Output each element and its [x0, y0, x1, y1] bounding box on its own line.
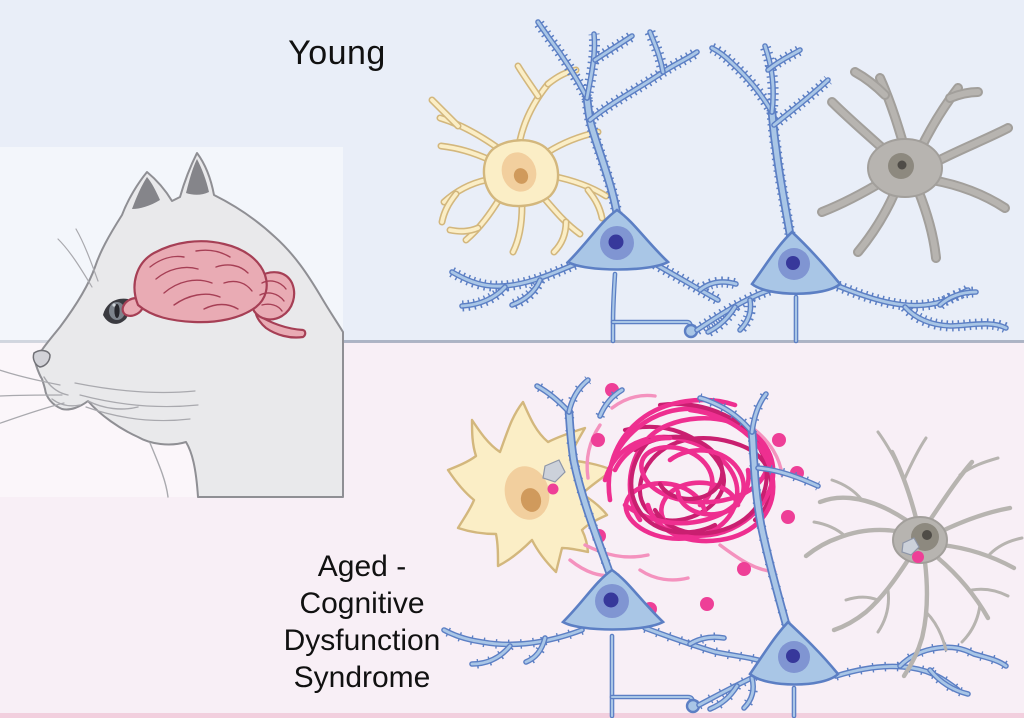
cat-brain-icon: [121, 240, 307, 339]
dendrites: [449, 18, 739, 312]
engulfed-oligomer-dot: [547, 483, 559, 495]
pyramidal-neuron-young-left-icon: [449, 18, 739, 344]
astrocyte-young-icon: [428, 62, 610, 256]
cat-head: [0, 152, 344, 498]
amyloid-plaque-icon: [568, 393, 784, 582]
cat-whiskers: [0, 228, 199, 424]
pyramidal-neuron-aged-right-icon: [696, 391, 1009, 718]
panel-divider: [0, 340, 1024, 343]
aged-panel-cells: [441, 376, 1024, 718]
pyramidal-neuron-aged-left-icon: [441, 376, 775, 718]
glial-cell-young-icon: [817, 67, 1013, 263]
brain-gyri-lines: [149, 249, 287, 312]
dendrites: [696, 391, 1009, 714]
young-panel-cells: [428, 18, 1013, 344]
dendrites: [441, 376, 775, 669]
microglia-debris-particle: [901, 537, 920, 556]
cat-nose: [32, 349, 51, 368]
bottom-border: [0, 713, 1024, 718]
microglia-oligomer-dot: [912, 551, 924, 563]
axon: [609, 633, 701, 718]
axon: [610, 271, 699, 344]
cat-head-illustration: [0, 147, 344, 498]
aged-label: Aged - Cognitive Dysfunction Syndrome: [283, 550, 441, 694]
pyramidal-neuron-young-right-icon: [693, 43, 1009, 344]
engulfed-debris-particle: [542, 459, 566, 483]
microglia-aged-icon: [803, 430, 1024, 679]
young-label: Young: [288, 34, 386, 72]
